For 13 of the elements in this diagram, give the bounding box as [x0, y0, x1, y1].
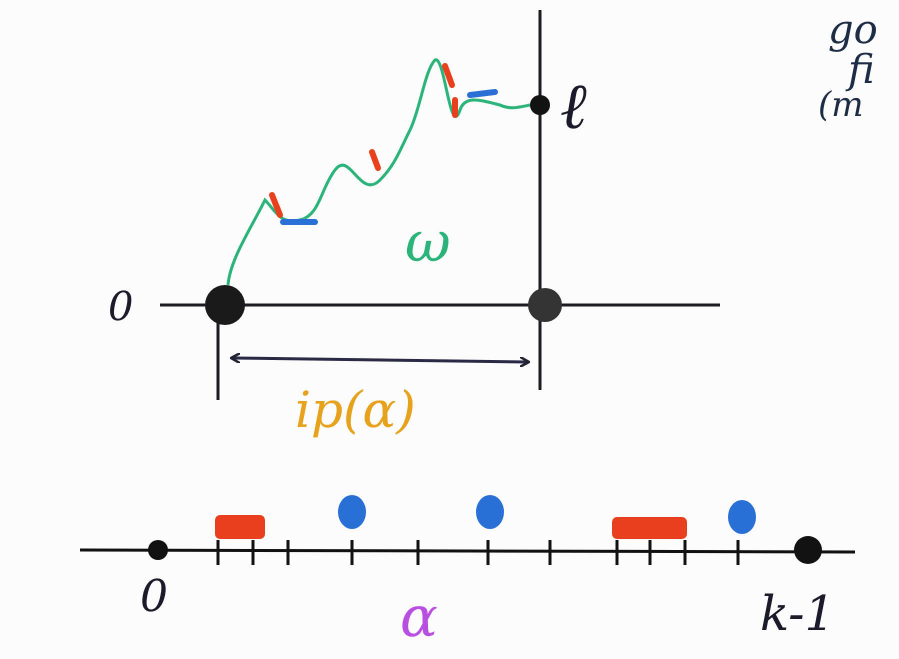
- axis-label: 0: [140, 575, 168, 619]
- handwritten-text: go: [828, 10, 878, 50]
- interval-label: ip(α): [295, 385, 416, 435]
- variable-label: ω: [405, 215, 451, 271]
- handwritten-text: fi: [848, 50, 875, 90]
- variable-label: α: [400, 590, 438, 646]
- point-dot: [530, 95, 550, 115]
- point-dot: [205, 285, 245, 325]
- axis-label: 0: [108, 287, 134, 327]
- walk-curve: [226, 58, 530, 286]
- variable-label: ℓ: [560, 75, 587, 139]
- axis-label: k-1: [760, 590, 835, 638]
- point-dot: [528, 288, 562, 322]
